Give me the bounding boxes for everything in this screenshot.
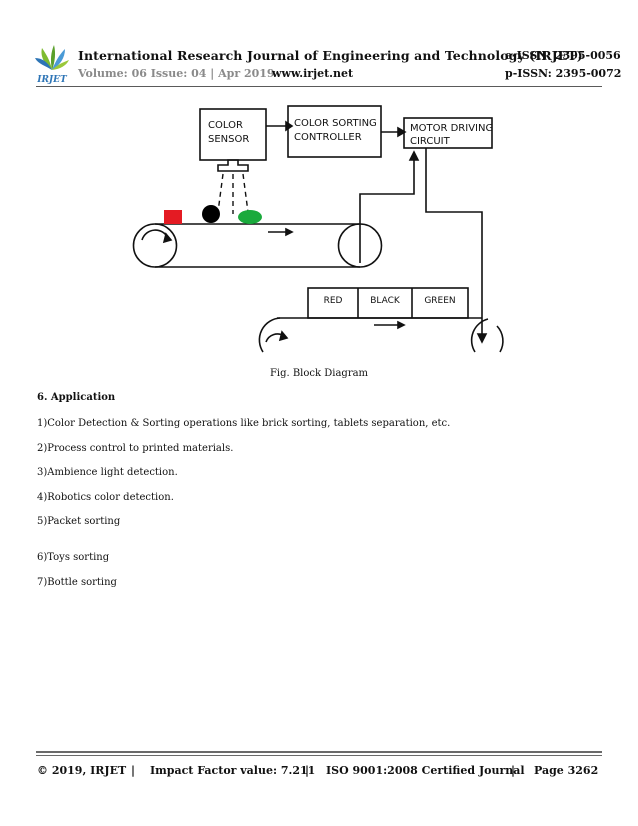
- arrowhead-feedback: [408, 150, 420, 161]
- bin-red-label: RED: [324, 296, 343, 306]
- arrowhead-roller2: [476, 333, 488, 344]
- arrowhead-motor: [397, 126, 407, 138]
- application-item: 1)Color Detection & Sorting operations l…: [37, 418, 451, 429]
- application-item: 5)Packet sorting: [37, 516, 121, 527]
- motor-driving-box: [403, 117, 493, 149]
- lower-conveyor: [258, 317, 504, 353]
- application-item: 6)Toys sorting: [37, 552, 110, 563]
- volume-issue: Volume: 06 Issue: 04 | Apr 2019: [78, 67, 275, 80]
- application-item: 7)Bottle sorting: [37, 577, 117, 588]
- upper-conveyor: [132, 223, 383, 268]
- sorting-bins: [307, 287, 469, 319]
- bin-black-label: BLACK: [370, 296, 401, 306]
- arrowhead-controller: [285, 120, 294, 132]
- irjet-logo: IRJET: [35, 45, 69, 84]
- footer-iso: ISO 9001:2008 Certified Journal: [326, 764, 525, 777]
- color-sensor-label-2: SENSOR: [208, 134, 249, 145]
- footer-separator: |: [305, 764, 310, 777]
- footer-impact-factor: Impact Factor value: 7.211: [150, 764, 316, 777]
- footer-separator: |: [511, 764, 516, 777]
- footer-separator: |: [131, 764, 136, 777]
- application-item: 2)Process control to printed materials.: [37, 443, 234, 454]
- block-diagram: COLOR SENSOR COLOR SORTING CONTROLLER MO…: [132, 105, 504, 353]
- sensor-head: [217, 159, 249, 172]
- motor-label-2: CIRCUIT: [410, 136, 451, 147]
- controller-label-1: COLOR SORTING: [294, 118, 377, 129]
- footer-divider: [36, 751, 602, 753]
- website-link[interactable]: www.irjet.net: [272, 67, 354, 80]
- p-issn: p-ISSN: 2395-0072: [505, 67, 622, 80]
- green-object: [238, 210, 262, 224]
- application-item: 4)Robotics color detection.: [37, 492, 174, 503]
- black-object: [202, 205, 220, 223]
- motor-to-conveyor-line: [425, 148, 483, 338]
- feedback-line: [359, 158, 415, 228]
- figure-caption: Fig. Block Diagram: [269, 368, 369, 379]
- motor-label-1: MOTOR DRIVING: [410, 123, 493, 134]
- logo-text: IRJET: [36, 75, 68, 84]
- sensor-rays: [217, 173, 249, 214]
- application-item: 3)Ambience light detection.: [37, 467, 178, 478]
- e-issn: e-ISSN: 2395-0056: [505, 49, 621, 62]
- red-object: [164, 210, 182, 224]
- footer-divider-thin: [36, 755, 602, 756]
- logo-leaves-icon: [35, 45, 69, 70]
- journal-title: International Research Journal of Engine…: [78, 48, 583, 63]
- header-divider: [36, 86, 602, 87]
- bin-green-label: GREEN: [424, 296, 455, 306]
- footer-page-number: Page 3262: [534, 764, 599, 777]
- color-sensor-label-1: COLOR: [208, 120, 243, 131]
- controller-label-2: CONTROLLER: [294, 132, 362, 143]
- footer-copyright: © 2019, IRJET: [37, 764, 127, 777]
- section-heading: 6. Application: [37, 392, 116, 403]
